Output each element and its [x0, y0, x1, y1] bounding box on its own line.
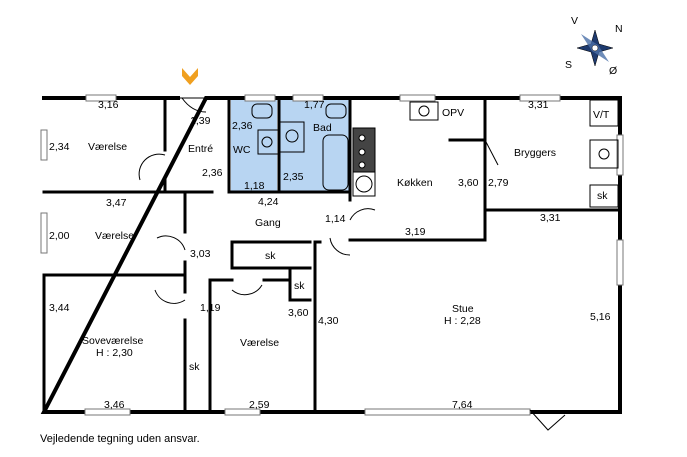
gang-width: 4,24 — [258, 196, 279, 208]
room-labels: 3,16 2,34 Værelse 1,39 Entré 2,36 2,36 W… — [49, 99, 611, 411]
sove-width: 3,46 — [104, 399, 125, 411]
compass-v: V — [571, 15, 578, 27]
s-width: 2,59 — [249, 399, 270, 411]
compass-n: N — [615, 23, 623, 35]
bad-floor — [280, 100, 350, 192]
stue-left-height: 4,30 — [318, 315, 339, 327]
gang-extra: 1,14 — [325, 213, 346, 225]
bryggers-width: 3,31 — [528, 99, 549, 111]
w-height: 2,00 — [49, 230, 70, 242]
nw-height: 2,34 — [49, 141, 70, 153]
sove-top-width: 1,19 — [200, 302, 221, 314]
gang-height: 3,03 — [190, 248, 211, 260]
stove — [352, 171, 376, 197]
sove-height: 3,44 — [49, 302, 70, 314]
s-name: Værelse — [240, 337, 279, 349]
bad-height: 2,35 — [283, 171, 304, 183]
entre-width: 1,39 — [190, 115, 211, 127]
wc-name: WC — [233, 144, 251, 156]
w-width: 3,47 — [106, 197, 127, 209]
bad-name: Bad — [313, 122, 332, 134]
gang-sk-right: sk — [294, 280, 305, 292]
bryggers-height: 2,79 — [488, 177, 509, 189]
kokken-name: Køkken — [397, 177, 433, 189]
wc-height: 1,18 — [244, 180, 265, 192]
stue-name: Stue — [452, 303, 474, 315]
bryggers-sk: sk — [597, 190, 608, 202]
bathtub — [322, 134, 349, 191]
w-name: Værelse — [95, 230, 134, 242]
compass-icon: V N S Ø — [565, 15, 623, 77]
stue-top-width: 3,31 — [540, 212, 561, 224]
bryggers-name: Bryggers — [514, 147, 556, 159]
compass-s: S — [565, 59, 572, 71]
sove-name: Soveværelse — [82, 335, 143, 347]
compass-oe: Ø — [609, 65, 617, 77]
opv-label: OPV — [442, 107, 464, 119]
kitchen-sink — [409, 101, 439, 121]
stue-height: 5,16 — [590, 311, 611, 323]
sove-sk: sk — [189, 361, 200, 373]
nw-width: 3,16 — [98, 99, 119, 111]
entry-arrow-icon — [182, 68, 198, 85]
stue-width: 7,64 — [452, 399, 473, 411]
entre-name: Entré — [188, 143, 213, 155]
bad-toilet — [325, 103, 347, 119]
wc-width: 2,36 — [232, 120, 253, 132]
gang-sk: sk — [265, 250, 276, 262]
nw-name: Værelse — [88, 141, 127, 153]
s-height: 3,60 — [288, 307, 309, 319]
bad-width: 1,77 — [304, 99, 325, 111]
fixtures — [251, 99, 619, 208]
kokken-height: 3,60 — [458, 177, 479, 189]
sove-ceiling: H : 2,30 — [96, 347, 133, 359]
stue-ceiling: H : 2,28 — [444, 315, 481, 327]
bryggers-vt: V/T — [593, 109, 610, 121]
entre-height: 2,36 — [202, 167, 223, 179]
bryggers-sink — [589, 139, 619, 169]
gang-name: Gang — [255, 217, 281, 229]
wc-toilet — [251, 103, 273, 119]
wc-sink — [257, 129, 279, 155]
disclaimer-note: Vejledende tegning uden ansvar. — [40, 433, 200, 445]
kokken-width: 3,19 — [405, 226, 426, 238]
bad-sink — [279, 121, 305, 153]
doors — [138, 97, 566, 431]
windows — [40, 94, 624, 416]
